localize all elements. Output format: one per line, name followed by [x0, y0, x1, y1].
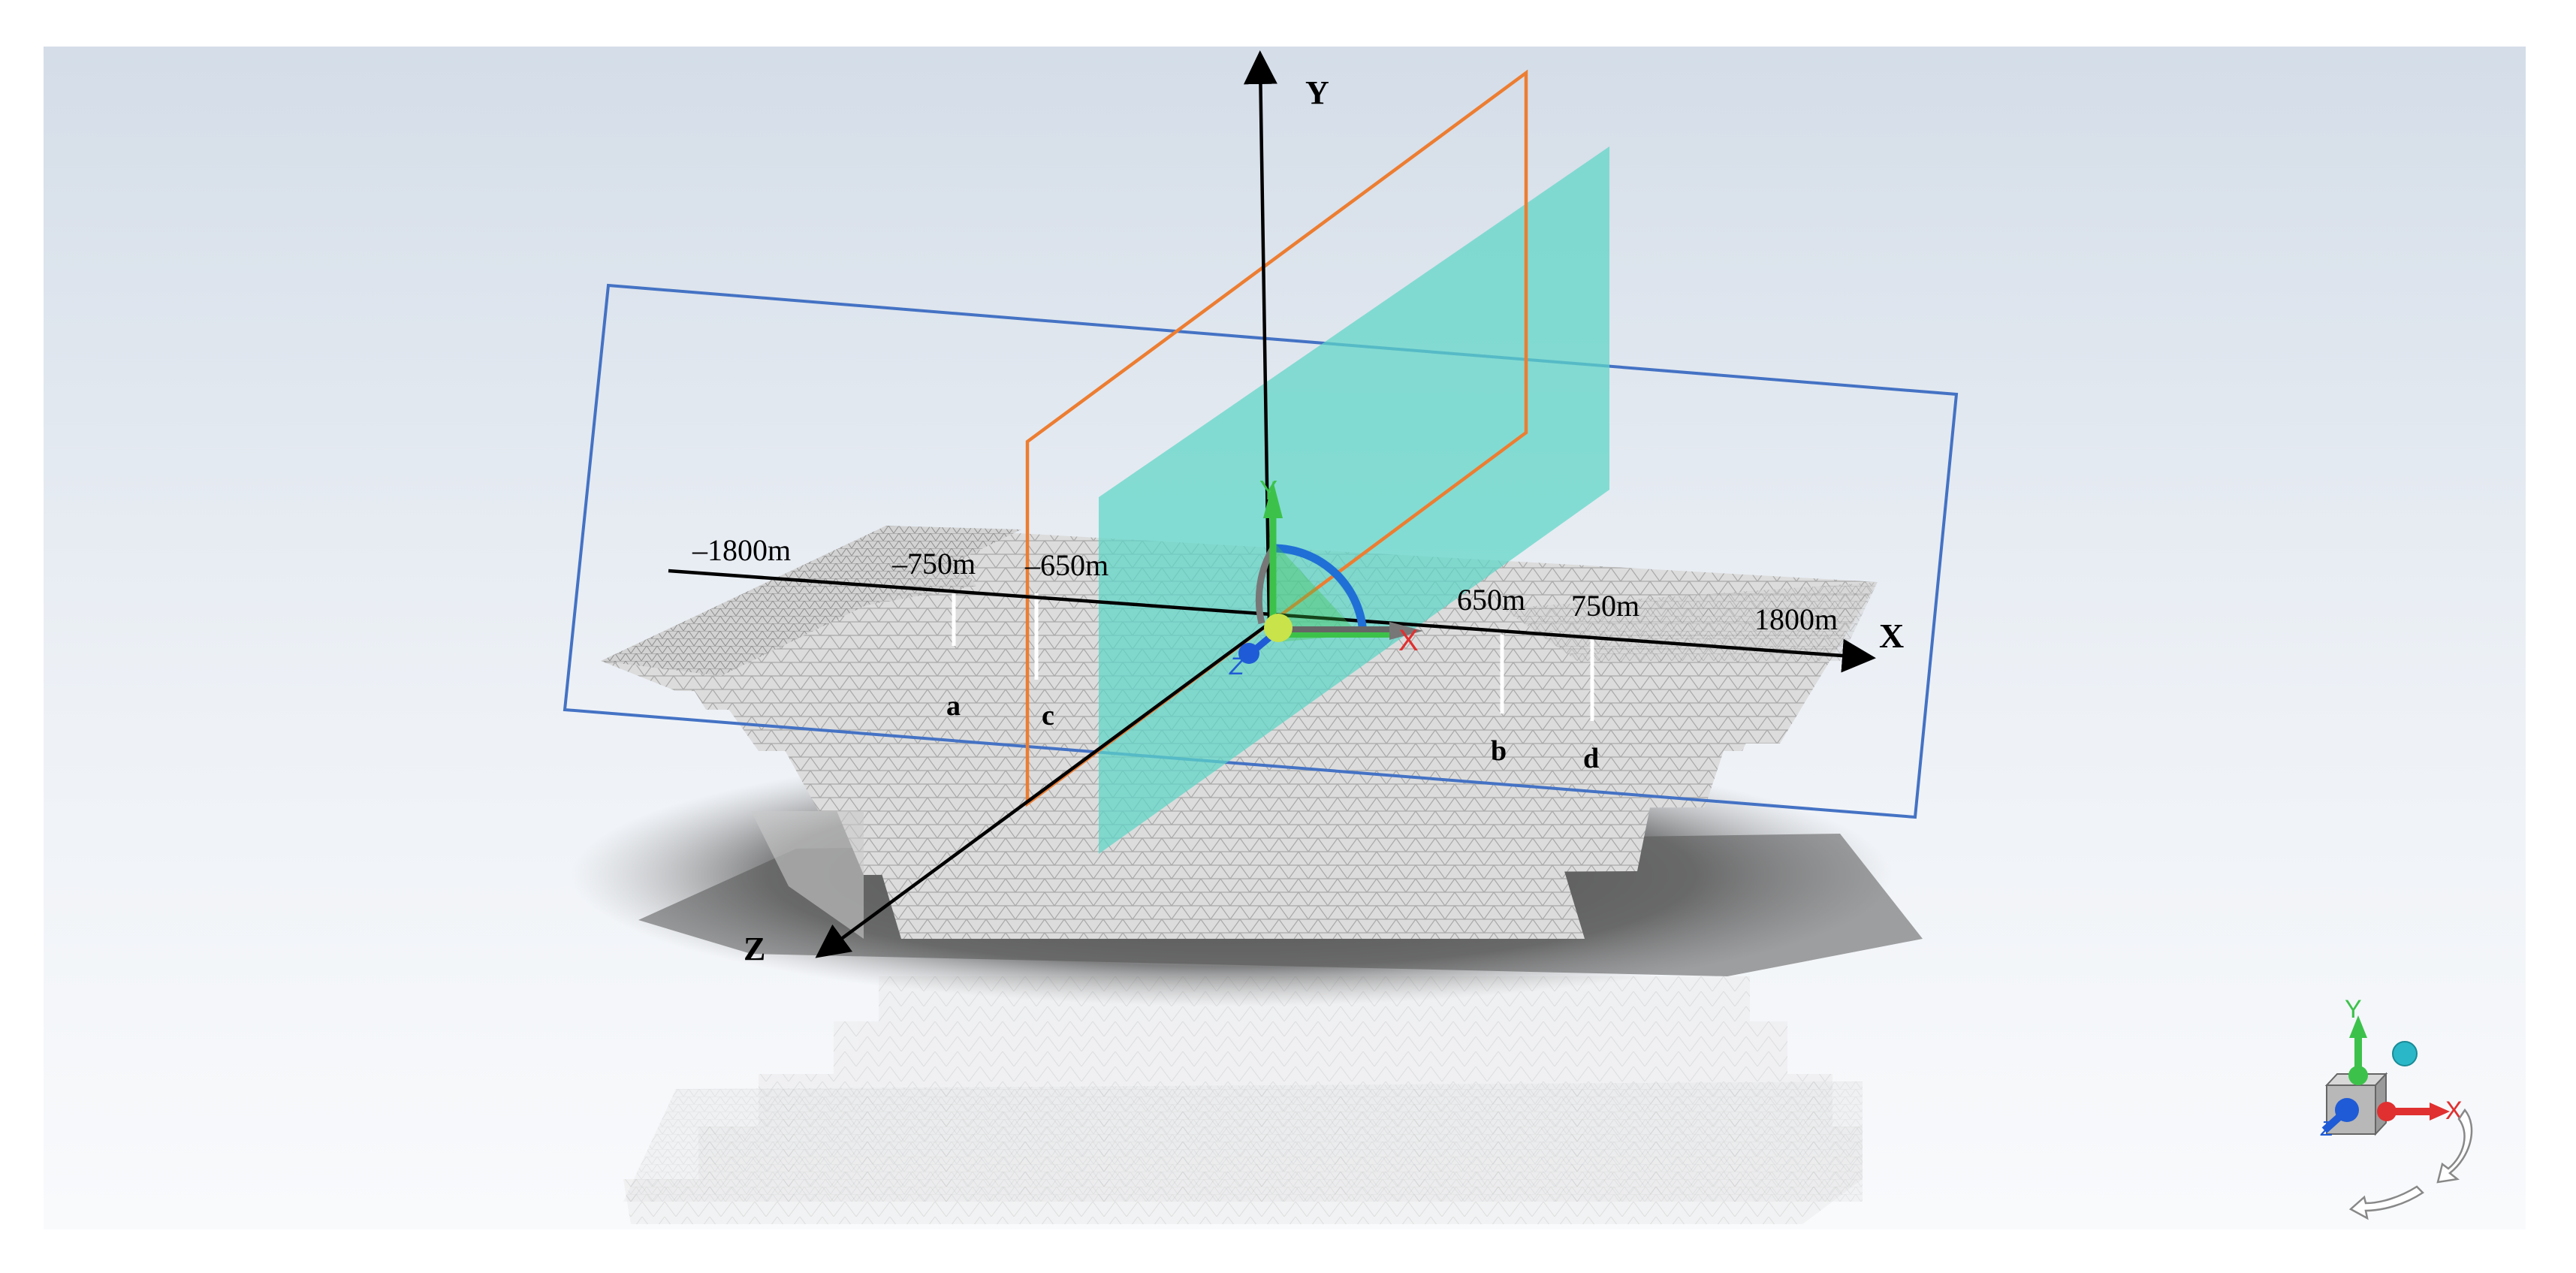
- triad-center-handle-icon: [1264, 614, 1293, 642]
- view-cube-z-label: Z: [2320, 1117, 2334, 1140]
- point-label-a: a: [946, 690, 961, 722]
- rotation-arc-back-icon: [1255, 546, 1276, 625]
- view-cube-z-handle-icon: [2335, 1098, 2359, 1122]
- distance-label-pos-650: 650m: [1457, 583, 1525, 617]
- triad-y-arrow-icon: [1263, 481, 1283, 518]
- triad-z-label: Z: [1229, 653, 1245, 680]
- x-axis-line: [668, 569, 1876, 673]
- distance-label-pos-750: 750m: [1571, 589, 1639, 623]
- y-axis-line: [1243, 50, 1277, 624]
- view-cube-y-label: Y: [2345, 995, 2362, 1024]
- view-cube-x-arrow-icon: [2430, 1103, 2450, 1121]
- rotation-arc-icon: [1272, 544, 1368, 635]
- rotate-counterclockwise-arrow-icon[interactable]: [2348, 1185, 2424, 1220]
- y-axis-label: Y: [1305, 74, 1329, 111]
- point-label-d: d: [1583, 743, 1599, 774]
- rotate-clockwise-arrow-icon[interactable]: [2436, 1108, 2473, 1184]
- point-label-b: b: [1491, 735, 1507, 767]
- section-plane: [1099, 146, 1609, 854]
- model-reflection: [623, 976, 1863, 1224]
- view-cube[interactable]: Y X Z: [2320, 995, 2473, 1220]
- view-cube-home-icon[interactable]: [2392, 1041, 2418, 1066]
- x-axis-label: X: [1879, 617, 1904, 655]
- distance-label-pos-1800: 1800m: [1754, 602, 1838, 636]
- distance-label-neg-750: –750m: [891, 547, 976, 581]
- distance-label-neg-1800: –1800m: [692, 533, 791, 567]
- z-axis-label: Z: [744, 931, 765, 967]
- view-cube-y-arrow-icon: [2349, 1015, 2367, 1038]
- point-label-c: c: [1042, 700, 1054, 732]
- distance-label-neg-650: –650m: [1024, 548, 1109, 582]
- triad-y-label: Y: [1259, 475, 1277, 505]
- triad-x-arrow-icon: [1389, 622, 1423, 640]
- yz-plane-outline: [1025, 69, 1528, 807]
- triad-green-plane: [1269, 537, 1359, 642]
- center-triad[interactable]: X Y Z: [1229, 475, 1423, 680]
- view-cube-x-label: X: [2445, 1097, 2463, 1125]
- triad-z-handle-icon: [1238, 643, 1259, 664]
- triad-x-label: X: [1398, 624, 1419, 657]
- z-axis-line: [815, 622, 1271, 958]
